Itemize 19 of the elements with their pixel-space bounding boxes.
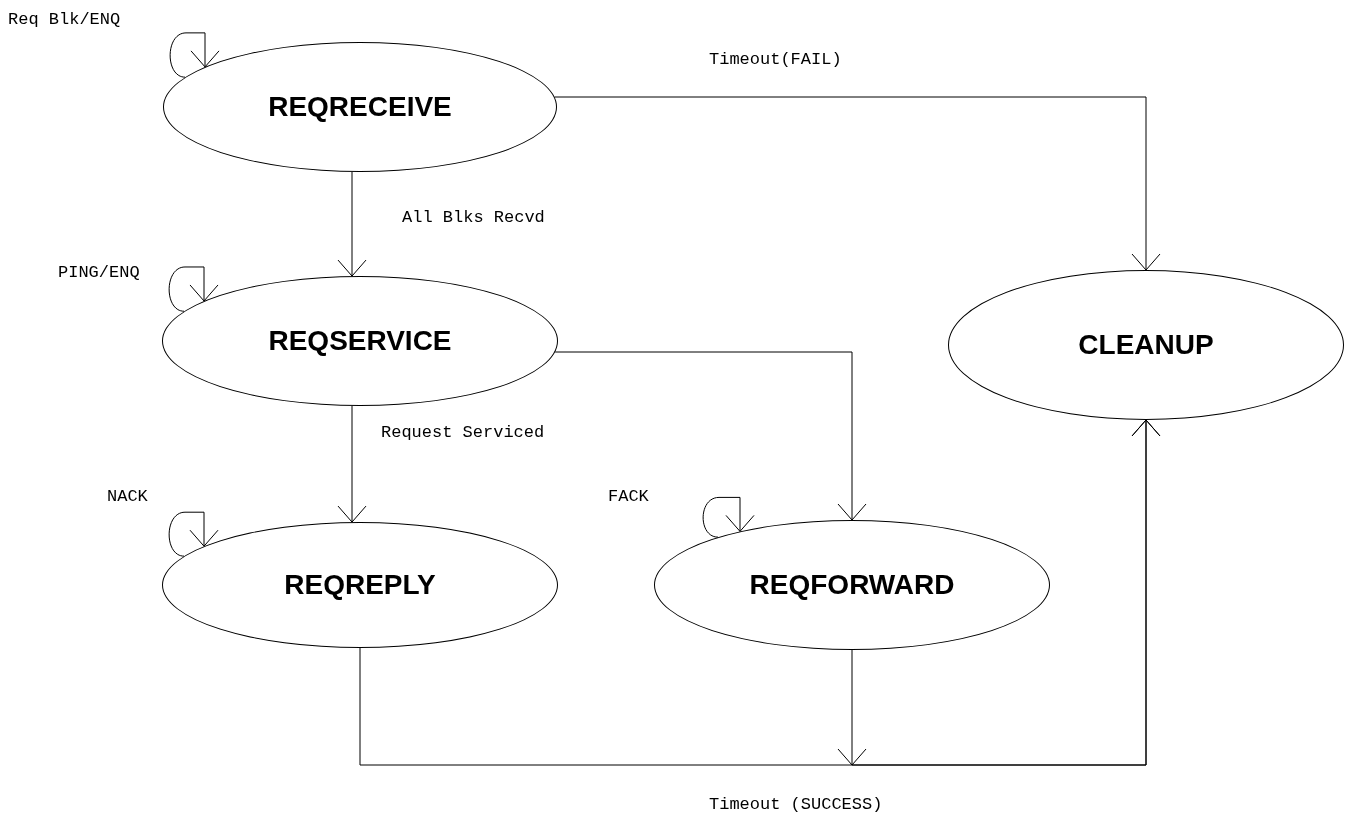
edge-label: PING/ENQ: [58, 263, 140, 283]
arrow: [837, 419, 1161, 766]
edge-label: Timeout (SUCCESS): [709, 795, 883, 815]
arrow: [337, 171, 367, 277]
edge-label: Request Serviced: [381, 423, 545, 443]
self-loop-arrow: [168, 266, 219, 312]
state-name: CLEANUP: [1078, 329, 1214, 361]
state-name: REQREPLY: [284, 569, 436, 601]
edge-label: Timeout(FAIL): [709, 50, 842, 70]
arrow: [554, 351, 867, 521]
edge-label: Req Blk/ENQ: [8, 10, 121, 30]
state-name: REQRECEIVE: [268, 91, 452, 123]
self-loop-arrow: [702, 496, 755, 538]
state-name: REQSERVICE: [268, 325, 452, 357]
arrow: [554, 96, 1161, 271]
state-name: REQFORWARD: [749, 569, 955, 601]
arrow: [337, 405, 367, 523]
self-loop-arrow: [168, 511, 219, 557]
self-loop-arrow: [169, 32, 220, 78]
